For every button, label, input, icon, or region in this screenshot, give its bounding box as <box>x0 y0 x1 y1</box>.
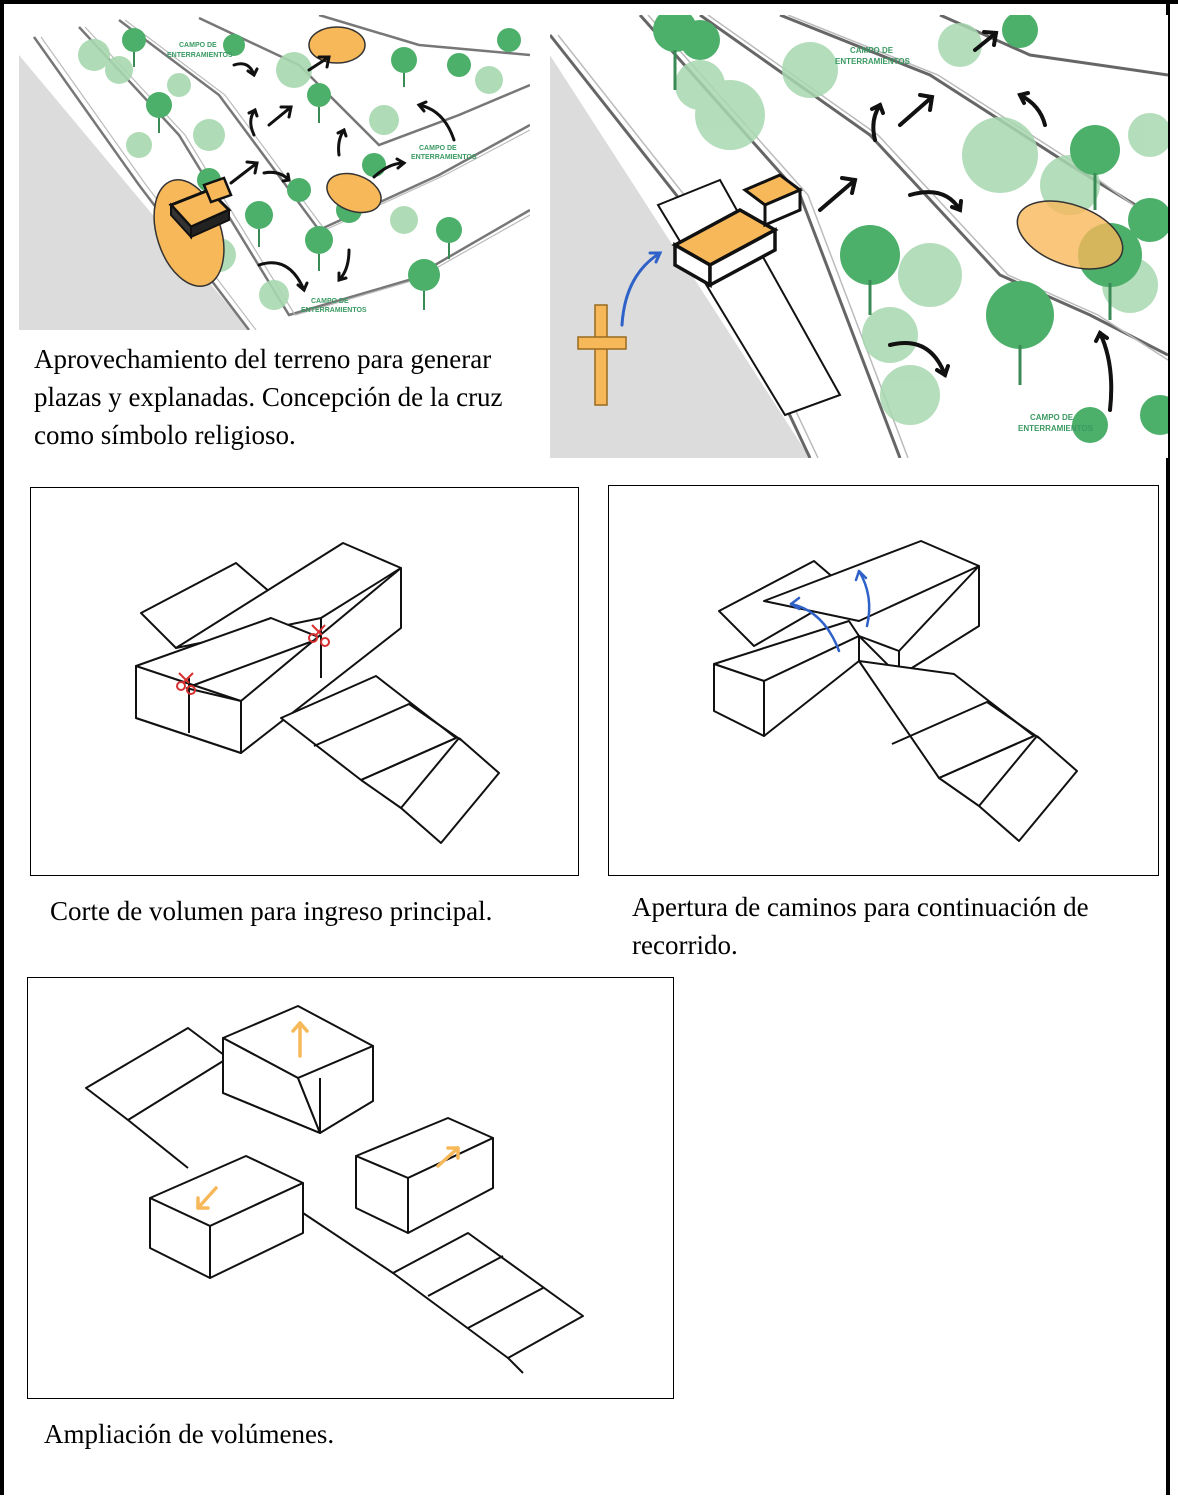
plaza-oval-top <box>308 26 366 64</box>
svg-text:CAMPO DE: CAMPO DE <box>1030 413 1074 422</box>
caption-paths-text: Apertura de caminos para continuación de… <box>632 892 1089 960</box>
blue-arrow <box>620 251 663 327</box>
site-render-small: CAMPO DE ENTERRAMIENTOS CAMPO DE ENTERRA… <box>19 15 530 330</box>
svg-text:CAMPO DE: CAMPO DE <box>419 145 457 152</box>
svg-text:ENTERRAMIENTOS: ENTERRAMIENTOS <box>301 307 367 314</box>
svg-text:ENTERRAMIENTOS: ENTERRAMIENTOS <box>167 52 233 59</box>
cross-icon <box>577 304 627 406</box>
scissors-icon <box>176 672 196 695</box>
building-block <box>168 176 233 240</box>
flow-arrows <box>818 30 1114 412</box>
caption-expand-text: Ampliación de volúmenes. <box>44 1419 335 1449</box>
caption-cut: Corte de volumen para ingreso principal. <box>50 892 570 930</box>
caption-cut-text: Corte de volumen para ingreso principal. <box>50 896 493 926</box>
svg-text:CAMPO DE: CAMPO DE <box>311 298 349 305</box>
diagram-open-paths <box>608 485 1159 876</box>
caption-expand: Ampliación de volúmenes. <box>44 1415 564 1453</box>
svg-text:CAMPO DE: CAMPO DE <box>850 46 894 55</box>
blue-arrows <box>789 569 871 653</box>
svg-text:CAMPO DE: CAMPO DE <box>179 42 217 49</box>
caption-paths: Apertura de caminos para continuación de… <box>632 888 1152 964</box>
plaza-oval-middle <box>326 172 382 214</box>
site-render-large: CAMPO DE ENTERRAMIENTOS CAMPO DE ENTERRA… <box>550 15 1168 458</box>
building-block <box>656 173 842 417</box>
svg-text:ENTERRAMIENTOS: ENTERRAMIENTOS <box>835 57 911 66</box>
svg-text:ENTERRAMIENTOS: ENTERRAMIENTOS <box>411 154 477 161</box>
caption-terrain: Aprovechamiento del terreno para generar… <box>34 340 544 454</box>
flow-arrows <box>229 55 456 293</box>
orange-arrows <box>196 1021 460 1210</box>
caption-terrain-text: Aprovechamiento del terreno para generar… <box>34 344 503 450</box>
plaza-oval <box>1016 200 1124 270</box>
diagram-cut-volume <box>30 487 579 876</box>
svg-text:ENTERRAMIENTOS: ENTERRAMIENTOS <box>1018 424 1094 433</box>
scissors-icon <box>308 624 330 647</box>
diagram-expand-volumes <box>27 977 674 1399</box>
